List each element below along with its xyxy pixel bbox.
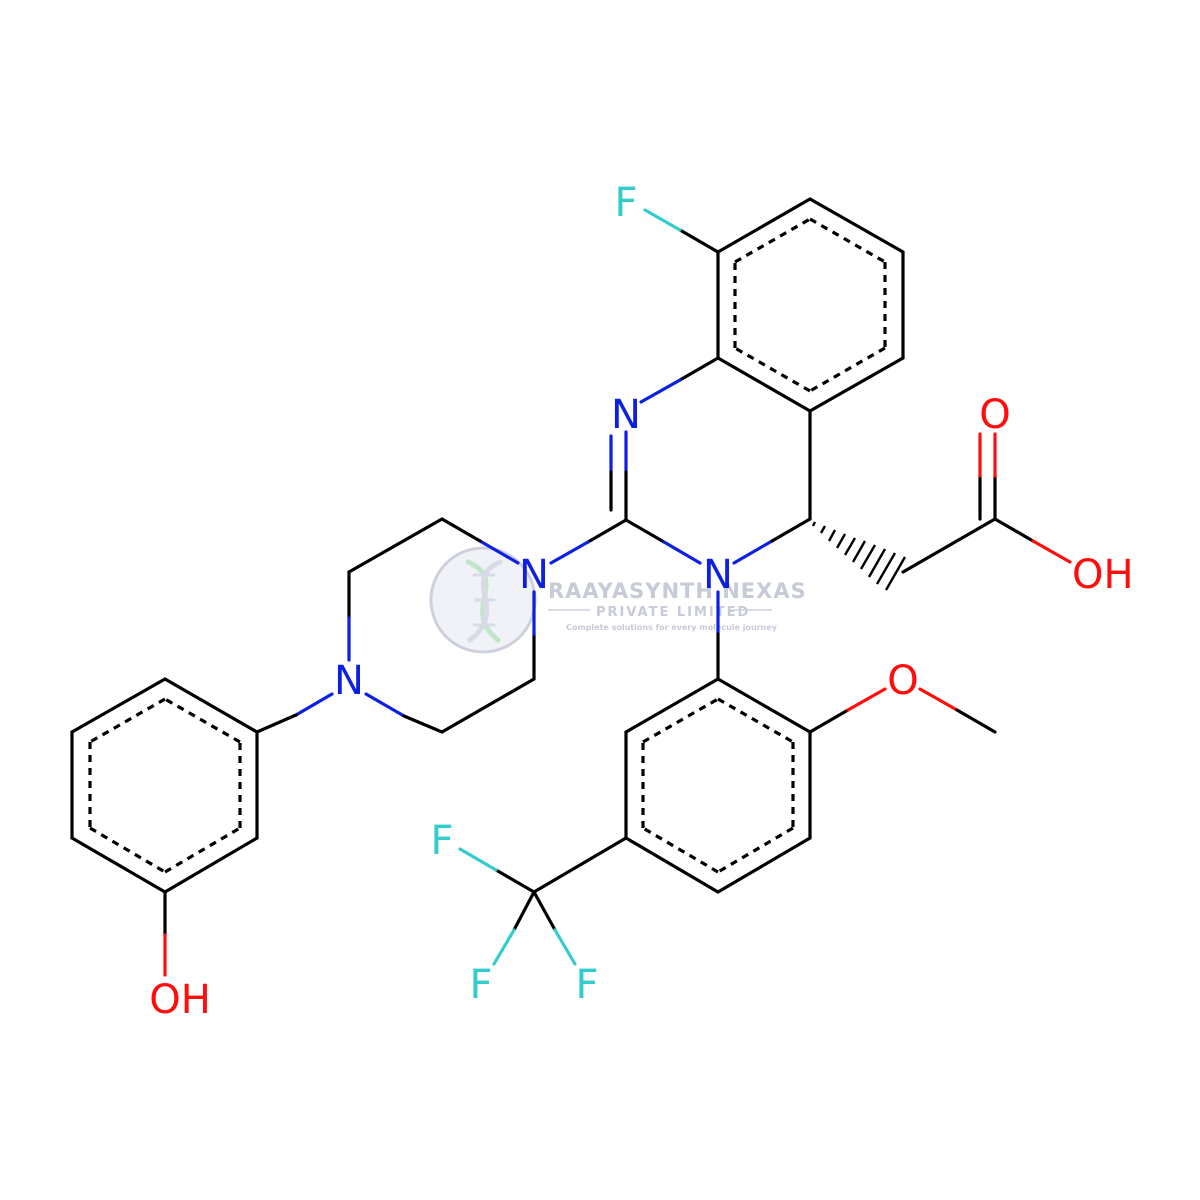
atom-fluorine-cf3-bottom-left: F <box>469 962 492 1008</box>
dihydroquinazoline-ring <box>609 356 812 565</box>
atom-nitrogen-imine: N <box>611 392 641 438</box>
watermark: RAAYASYNTH NEXAS PRIVATE LIMITED Complet… <box>429 546 807 654</box>
atom-hydroxyl-phenol: OH <box>149 977 211 1023</box>
stereo-hash-wedge <box>811 521 907 591</box>
hydroxyphenyl-ring <box>70 677 259 894</box>
atom-fluorine-cf3-bottom-right: F <box>575 962 598 1008</box>
atom-fluorine-cf3-left: F <box>430 818 453 864</box>
atom-oxygen-carbonyl: O <box>979 392 1010 438</box>
atom-fluorine-aromatic: F <box>614 180 637 226</box>
watermark-name: RAAYASYNTH NEXAS <box>548 579 807 603</box>
atom-hydroxyl-acid: OH <box>1072 552 1134 598</box>
dna-helix-icon <box>465 559 503 643</box>
atom-nitrogen-ring-amine: N <box>703 552 733 598</box>
watermark-tagline: Complete solutions for every molecule jo… <box>566 623 778 632</box>
methoxy-trifluoromethylphenyl-ring <box>624 677 812 894</box>
fluorobenzene-ring <box>716 197 905 413</box>
atom-oxygen-methoxy: O <box>887 658 918 704</box>
watermark-subtitle: PRIVATE LIMITED <box>596 605 750 620</box>
atom-nitrogen-piperazine-upper: N <box>519 552 549 598</box>
piperazine-ring <box>347 517 628 734</box>
atom-nitrogen-piperazine-lower: N <box>334 658 364 704</box>
